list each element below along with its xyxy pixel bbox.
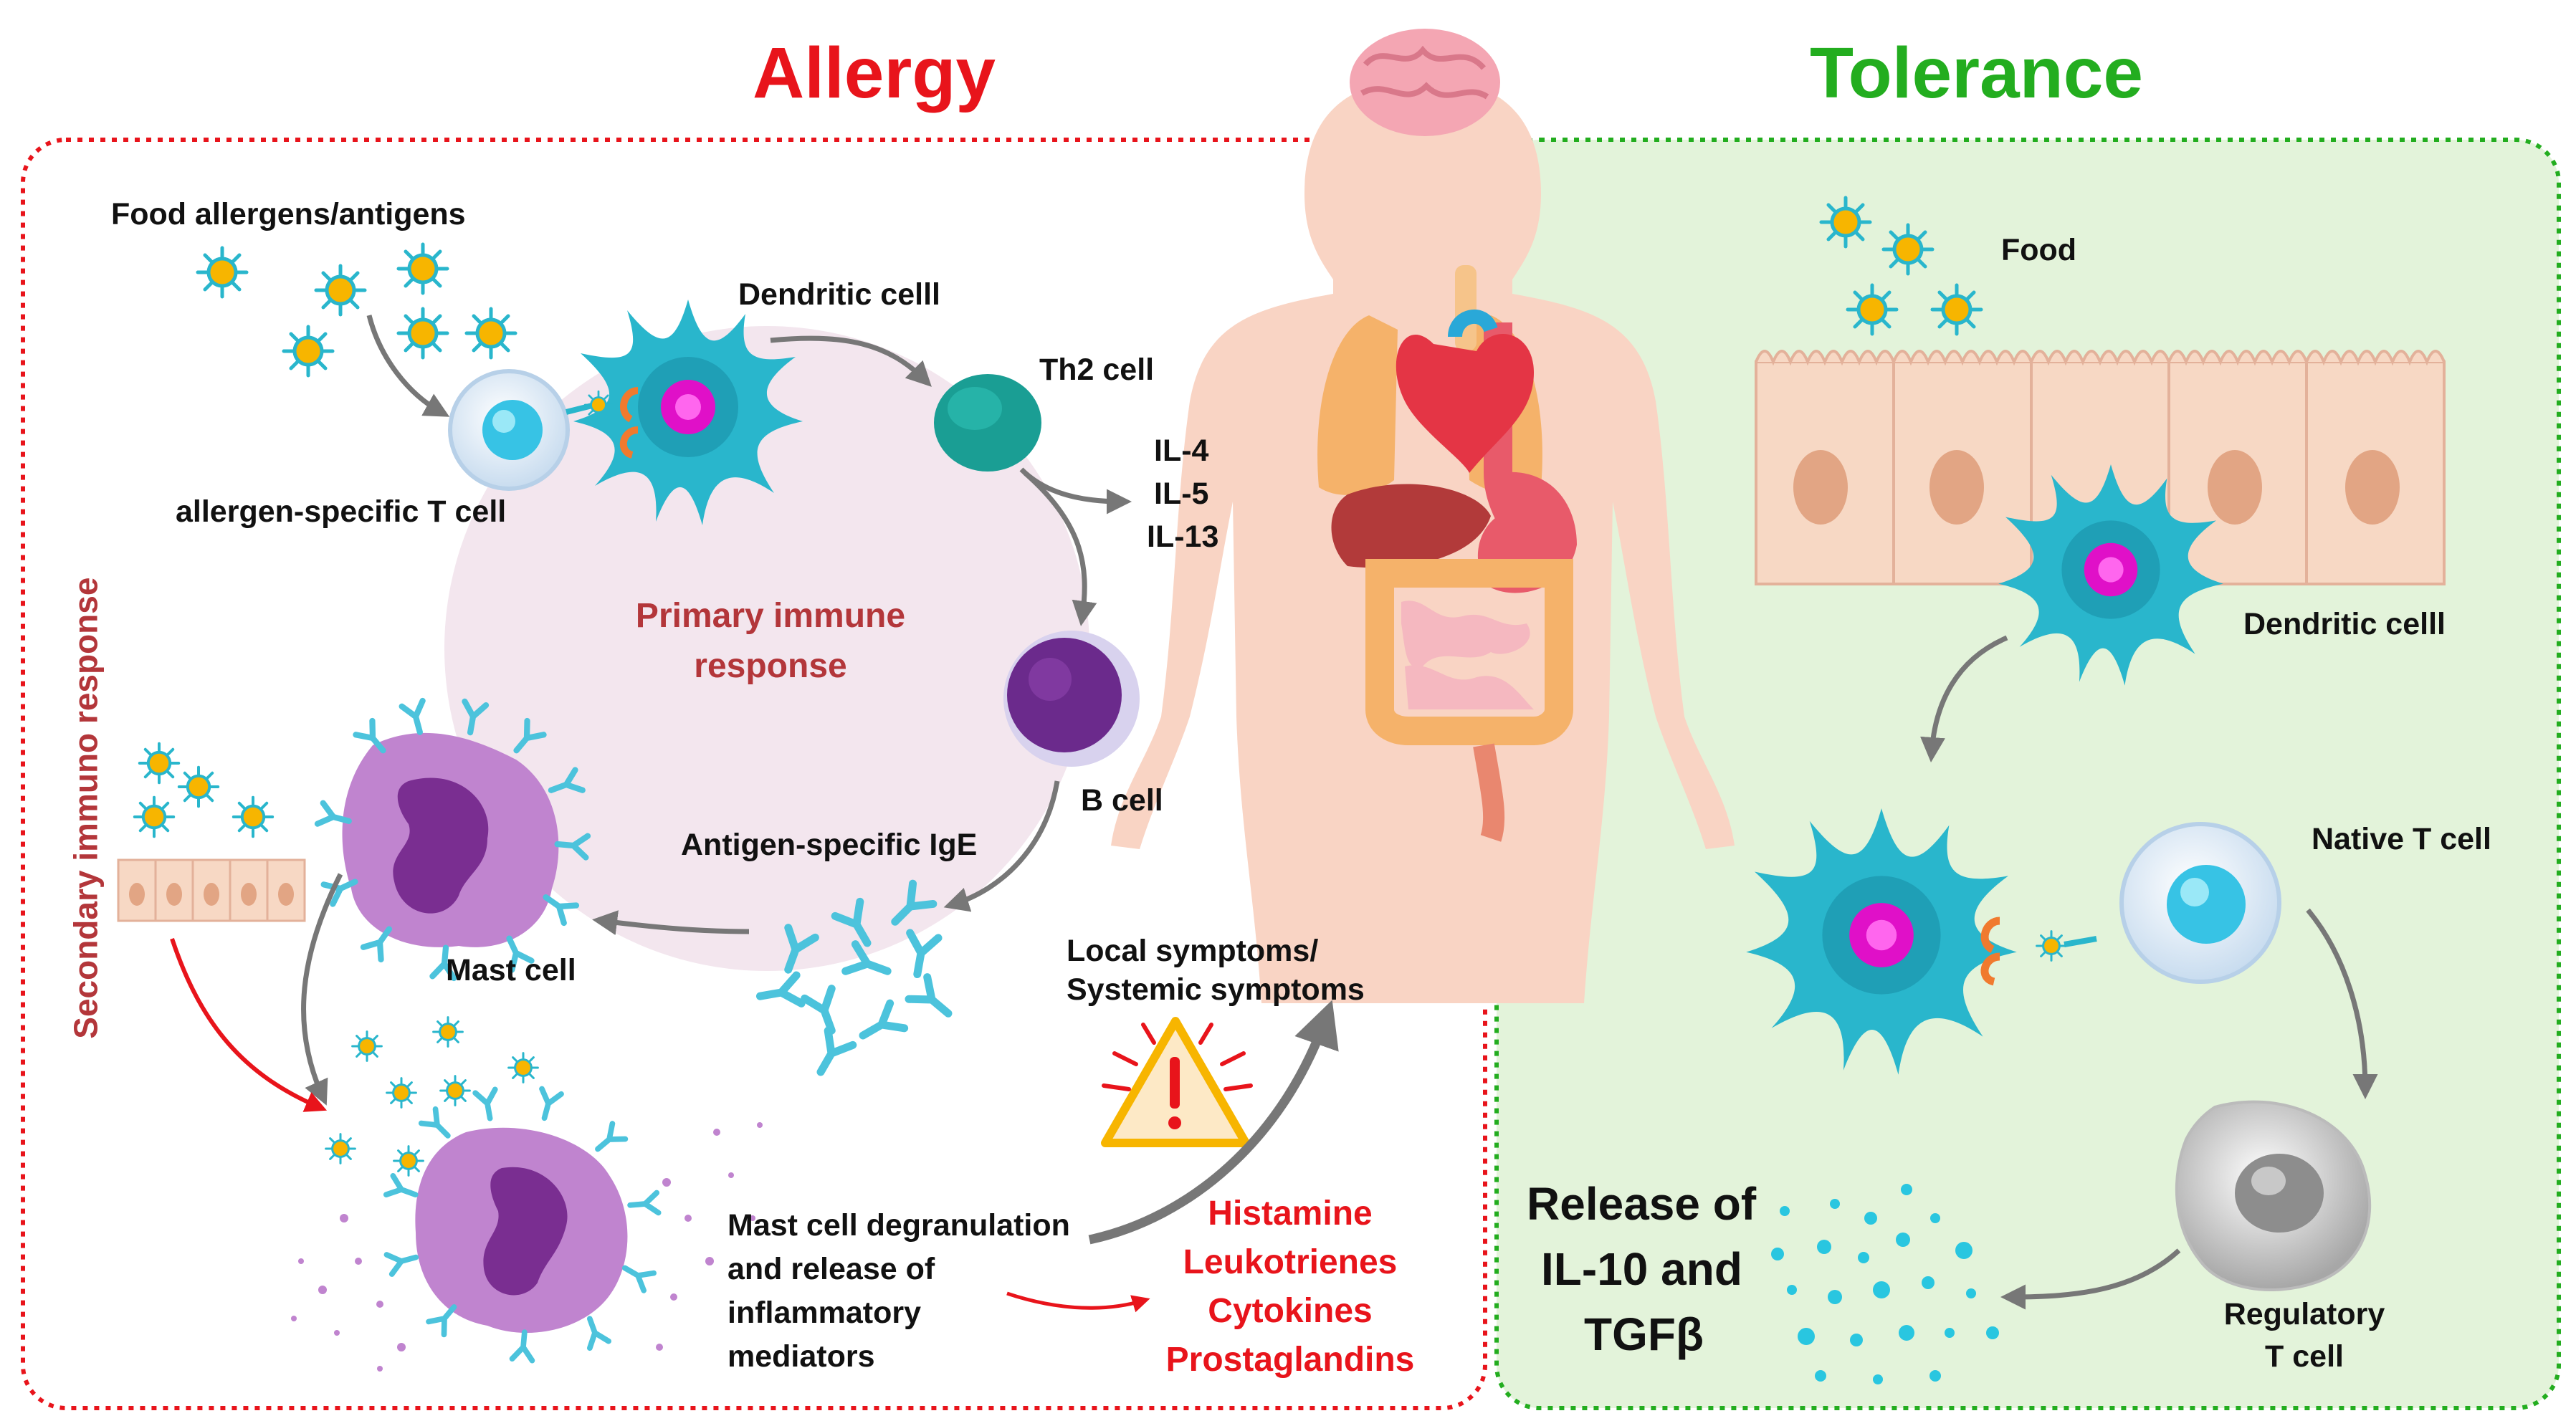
mediator-prostaglandins: Prostaglandins: [1165, 1341, 1415, 1379]
food-allergens-icons: [198, 244, 515, 375]
secondary-red-arrow: [170, 938, 328, 1112]
ige-label: Antigen-specific IgE: [681, 828, 978, 862]
b-cell: [1003, 631, 1140, 767]
mediator-histamine: Histamine: [1208, 1195, 1373, 1233]
food-label: Food: [2001, 233, 2077, 267]
allergen-specific-t-cell: [448, 369, 596, 491]
il4-label: IL-4: [1154, 434, 1209, 468]
allergen-t-cell-label: allergen-specific T cell: [176, 494, 507, 529]
symptoms-arrow: [1088, 1000, 1339, 1245]
native-t-cell-label: Native T cell: [2312, 822, 2491, 856]
mediator-leukotrienes: Leukotrienes: [1183, 1243, 1398, 1282]
native-t-cell: [2119, 822, 2281, 984]
regulatory-t-cell: [2175, 1100, 2372, 1291]
mediators-list: Histamine Leukotrienes Cytokines Prostag…: [1147, 1190, 1434, 1385]
release-label: Release of IL-10 and TGFβ: [1527, 1178, 1757, 1360]
systemic-symptoms-label: Systemic symptoms: [1067, 972, 1365, 1007]
dendritic-cell-left-label: Dendritic celll: [738, 277, 940, 312]
dendritic-cell-left: [573, 300, 803, 525]
degranulation-label: Mast cell degranulation and release of i…: [728, 1208, 1070, 1374]
b-cell-label: B cell: [1081, 783, 1163, 818]
secondary-allergens-icons: [135, 744, 272, 836]
primary-response-circle: [444, 326, 1089, 971]
dendritic-cell-presenting: [1746, 808, 2097, 1075]
il13-label: IL-13: [1147, 520, 1219, 554]
local-symptoms-label: Local symptoms/: [1067, 934, 1319, 968]
allergy-frame: [21, 138, 1487, 1410]
th2-cell-label: Th2 cell: [1039, 353, 1155, 387]
secondary-response-label: Secondary immuno response: [67, 577, 105, 1039]
human-body: [1111, 29, 1735, 1003]
mast-cell-degranulating: [291, 1016, 763, 1372]
warning-icon: [1101, 1017, 1253, 1147]
flow-arrows: [301, 315, 2378, 1310]
mediator-cytokines: Cytokines: [1208, 1292, 1373, 1331]
mast-cell: [318, 701, 588, 978]
mast-cell-label: Mast cell: [446, 953, 576, 987]
cytokine-dots: [1771, 1184, 1999, 1384]
primary-response-label: Primary immune response: [635, 597, 906, 685]
mediators-red-arrow: [1006, 1291, 1150, 1313]
regulatory-t-cell-label: Regulatory T cell: [2223, 1297, 2385, 1374]
small-epithelium: [117, 858, 306, 922]
dendritic-cell-right-label: Dendritic celll: [2243, 607, 2446, 641]
il5-label: IL-5: [1154, 477, 1209, 511]
tolerance-title: Tolerance: [1810, 33, 2143, 113]
allergy-title: Allergy: [753, 33, 996, 113]
food-allergens-label: Food allergens/antigens: [111, 197, 466, 231]
